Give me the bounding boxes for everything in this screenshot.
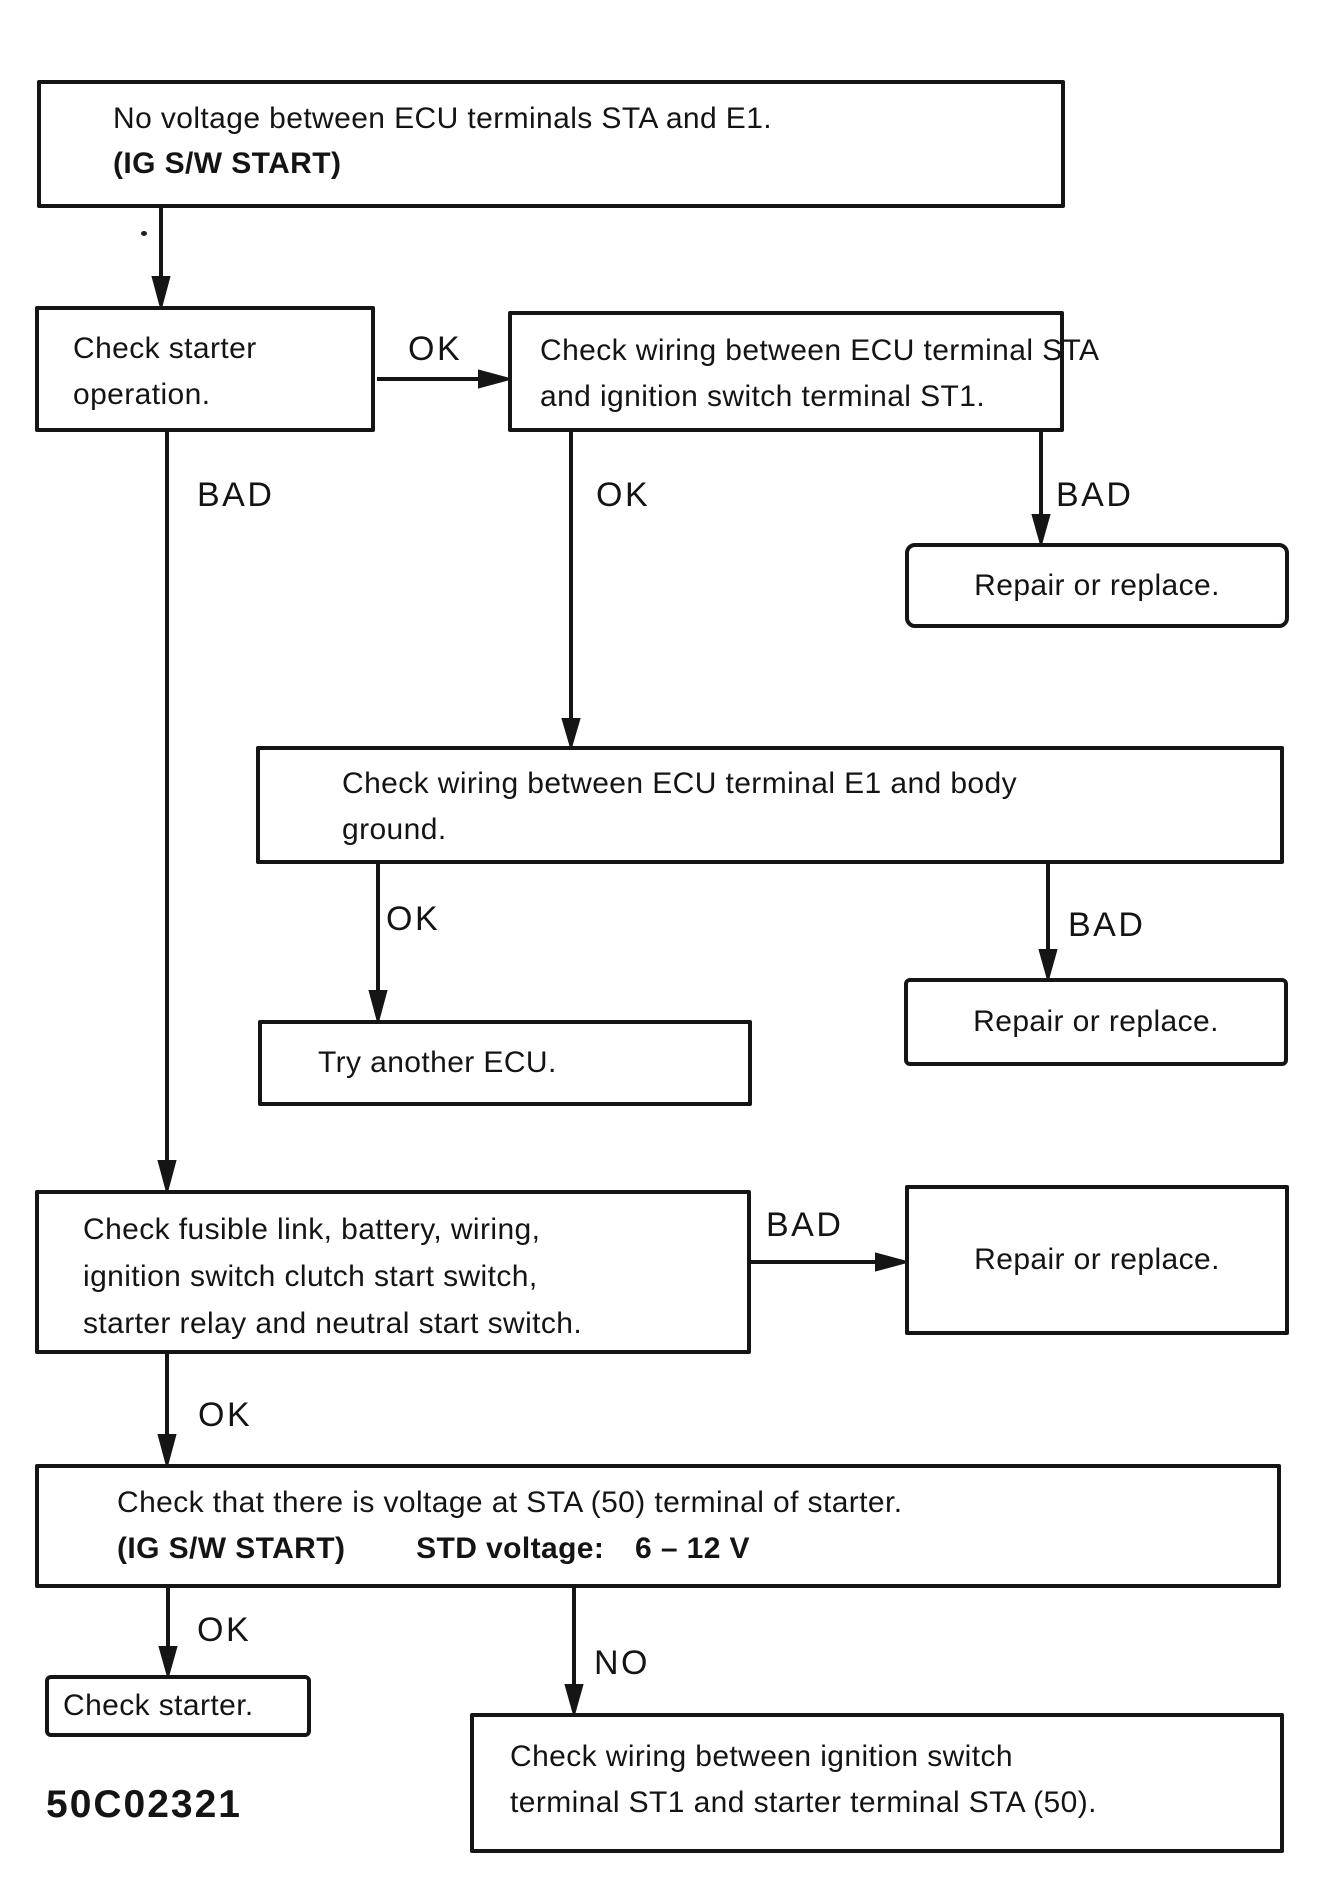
flow-box-text: Try another ECU. xyxy=(318,1046,557,1079)
flow-box-text: ground. xyxy=(342,813,447,846)
flow-box-text: Check wiring between ECU terminal STA xyxy=(540,334,1100,367)
edge-label-bad: BAD xyxy=(197,476,275,514)
flow-box-text: and ignition switch terminal ST1. xyxy=(540,380,986,413)
edge-label-ok: OK xyxy=(596,476,651,514)
flow-box-text: Check wiring between ignition switch xyxy=(510,1740,1013,1773)
edge-label-bad: BAD xyxy=(1068,906,1146,944)
figure-code: 50C02321 xyxy=(46,1783,242,1826)
flow-box-text: Repair or replace. xyxy=(974,1243,1220,1276)
flow-box-check-fusible-link: Check fusible link, battery, wiring, ign… xyxy=(35,1190,751,1354)
flow-box-text: No voltage between ECU terminals STA and… xyxy=(113,102,773,135)
flow-box-text: (IG S/W START) xyxy=(113,147,342,180)
edge-label-ok: OK xyxy=(197,1611,252,1649)
flow-box-check-starter: Check starter. xyxy=(45,1675,311,1737)
stray-print-mark xyxy=(141,231,147,236)
flow-box-text: Repair or replace. xyxy=(973,1005,1219,1038)
flow-box-try-another-ecu: Try another ECU. xyxy=(258,1020,752,1106)
flow-box-no-voltage: No voltage between ECU terminals STA and… xyxy=(37,80,1065,208)
flow-box-text: terminal ST1 and starter terminal STA (5… xyxy=(510,1786,1097,1819)
flow-box-check-wiring-sta-st1: Check wiring between ECU terminal STA an… xyxy=(508,311,1100,432)
arrow-head xyxy=(158,1646,178,1681)
edge-label-no: NO xyxy=(594,1644,650,1682)
arrow-head xyxy=(1038,949,1058,984)
flow-box-text: operation. xyxy=(73,378,211,411)
arrow-head xyxy=(157,1160,177,1196)
flow-box-repair-or-replace-3: Repair or replace. xyxy=(905,1185,1289,1335)
arrow-head xyxy=(875,1252,911,1272)
flow-box-text: Repair or replace. xyxy=(974,568,1220,602)
arrow-head xyxy=(151,276,171,312)
edge-label-ok: OK xyxy=(386,900,441,938)
flow-box-text: Check starter xyxy=(73,332,257,365)
edge-label-ok: OK xyxy=(198,1396,253,1434)
edge-label-bad: BAD xyxy=(1056,476,1134,514)
flow-box-text: Check fusible link, battery, wiring, xyxy=(83,1213,541,1246)
arrow-head xyxy=(478,369,514,389)
edge-label-ok: OK xyxy=(408,330,463,368)
flow-box-text: Check that there is voltage at STA (50) … xyxy=(117,1486,903,1519)
flow-box-text: (IG S/W START) STD voltage: 6 – 12 V xyxy=(117,1526,1261,1572)
ig-sw-start-label: (IG S/W START) xyxy=(117,1532,346,1565)
flow-box-check-starter-operation: Check starter operation. xyxy=(35,306,375,432)
flow-box-check-wiring-e1-ground: Check wiring between ECU terminal E1 and… xyxy=(256,746,1284,864)
std-voltage-label: STD voltage: xyxy=(416,1532,605,1565)
std-voltage-value: 6 – 12 V xyxy=(635,1532,750,1565)
arrow-head xyxy=(564,1684,584,1719)
flow-box-repair-or-replace-2: Repair or replace. xyxy=(904,978,1288,1066)
flow-box-check-voltage-sta-50: Check that there is voltage at STA (50) … xyxy=(35,1464,1281,1588)
flow-box-repair-or-replace-1: Repair or replace. xyxy=(905,543,1289,628)
arrow-head xyxy=(561,718,581,752)
flow-box-text: Check starter. xyxy=(63,1689,254,1722)
flow-box-text: starter relay and neutral start switch. xyxy=(83,1307,583,1340)
arrow-head xyxy=(368,990,388,1026)
arrow-head xyxy=(1031,514,1051,549)
edge-label-bad: BAD xyxy=(766,1206,844,1244)
arrow-head xyxy=(157,1434,177,1470)
flow-box-check-wiring-st1-sta50: Check wiring between ignition switch ter… xyxy=(470,1713,1284,1853)
flow-box-text: Check wiring between ECU terminal E1 and… xyxy=(342,767,1017,800)
flow-box-text: ignition switch clutch start switch, xyxy=(83,1260,538,1293)
